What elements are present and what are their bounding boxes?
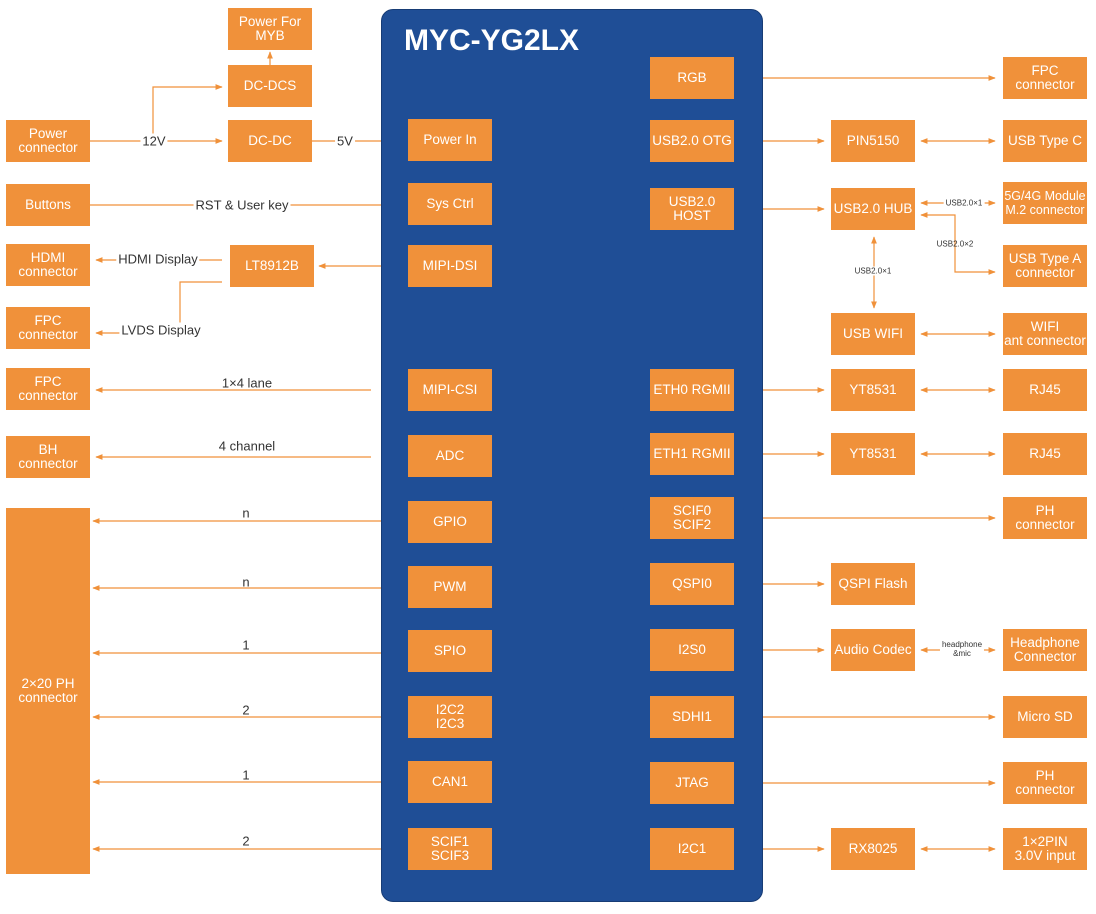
label-usb20x1-module: USB2.0×1 [943, 198, 985, 208]
label-headphone-mic: headphone &mic [939, 640, 985, 658]
sdhi1-block: SDHI1 [650, 696, 734, 738]
fpc-rgb-connector-block: FPC connector [1003, 57, 1087, 99]
power-connector-block: Power connector [6, 120, 90, 162]
pin-1x2-block: 1×2PIN 3.0V input [1003, 828, 1087, 870]
adc-block: ADC [408, 435, 492, 477]
ph-jtag-connector-block: PH connector [1003, 762, 1087, 804]
i2c23-block: I2C2 I2C3 [408, 696, 492, 738]
i2c1-block: I2C1 [650, 828, 734, 870]
gpio-block: GPIO [408, 501, 492, 543]
fpc-csi-connector-block: FPC connector [6, 368, 90, 410]
hdmi-connector-block: HDMI connector [6, 244, 90, 286]
board-title: MYC-YG2LX [404, 24, 580, 57]
rj45-1-block: RJ45 [1003, 433, 1087, 475]
scif02-block: SCIF0 SCIF2 [650, 497, 734, 539]
wifi-ant-connector-block: WIFI ant connector [1003, 313, 1087, 355]
ph-scif-connector-block: PH connector [1003, 497, 1087, 539]
mipi-dsi-block: MIPI-DSI [408, 245, 492, 287]
label-rst-user-key: RST & User key [193, 197, 291, 213]
eth0-block: ETH0 RGMII [650, 369, 734, 411]
mipi-csi-block: MIPI-CSI [408, 369, 492, 411]
audio-codec-block: Audio Codec [831, 629, 915, 671]
qspi0-block: QSPI0 [650, 563, 734, 605]
label-lvds-display: LVDS Display [119, 322, 203, 338]
usb-otg-block: USB2.0 OTG [650, 120, 734, 162]
usb-type-a-block: USB Type A connector [1003, 245, 1087, 287]
module-5g4g-block: 5G/4G Module M.2 connector [1003, 182, 1087, 224]
wire-12v-to-dcdcs [152, 84, 223, 141]
label-scif-2: 2 [242, 833, 250, 849]
sys-ctrl-block: Sys Ctrl [408, 183, 492, 225]
yt8531-0-block: YT8531 [831, 369, 915, 411]
label-can-1: 1 [242, 767, 250, 783]
lt8912b-block: LT8912B [230, 245, 314, 287]
usb-hub-block: USB2.0 HUB [831, 188, 915, 230]
label-pwm-n: n [242, 574, 250, 590]
buttons-block: Buttons [6, 184, 90, 226]
power-in-block: Power In [408, 119, 492, 161]
ph-2x20-connector-block: 2×20 PH connector [6, 508, 90, 874]
label-gpio-n: n [242, 505, 250, 521]
usb-wifi-block: USB WIFI [831, 313, 915, 355]
label-4-channel: 4 channel [218, 438, 276, 454]
i2s0-block: I2S0 [650, 629, 734, 671]
rj45-0-block: RJ45 [1003, 369, 1087, 411]
usb-type-c-block: USB Type C [1003, 120, 1087, 162]
usb-host-block: USB2.0 HOST [650, 188, 734, 230]
micro-sd-block: Micro SD [1003, 696, 1087, 738]
label-5v: 5V [335, 133, 355, 149]
label-usb20x2-typea: USB2.0×2 [936, 239, 974, 249]
label-hdmi-display: HDMI Display [116, 251, 200, 267]
pin5150-block: PIN5150 [831, 120, 915, 162]
dc-dcs-block: DC-DCS [228, 65, 312, 107]
spio-block: SPIO [408, 630, 492, 672]
label-spio-1: 1 [242, 637, 250, 653]
yt8531-1-block: YT8531 [831, 433, 915, 475]
fpc-lvds-connector-block: FPC connector [6, 307, 90, 349]
eth1-block: ETH1 RGMII [650, 433, 734, 475]
label-usb20x1-wifi: USB2.0×1 [852, 266, 894, 276]
bh-connector-block: BH connector [6, 436, 90, 478]
power-for-myb-block: Power For MYB [228, 8, 312, 50]
label-i2c-2: 2 [242, 702, 250, 718]
dc-dc-block: DC-DC [228, 120, 312, 162]
pwm-block: PWM [408, 566, 492, 608]
jtag-block: JTAG [650, 762, 734, 804]
qspi-flash-block: QSPI Flash [831, 563, 915, 605]
rgb-block: RGB [650, 57, 734, 99]
scif13-block: SCIF1 SCIF3 [408, 828, 492, 870]
rx8025-block: RX8025 [831, 828, 915, 870]
headphone-connector-block: Headphone Connector [1003, 629, 1087, 671]
label-1x4-lane: 1×4 lane [221, 375, 273, 391]
label-12v: 12V [140, 133, 168, 149]
wire-hub-typea [920, 212, 996, 275]
can1-block: CAN1 [408, 761, 492, 803]
